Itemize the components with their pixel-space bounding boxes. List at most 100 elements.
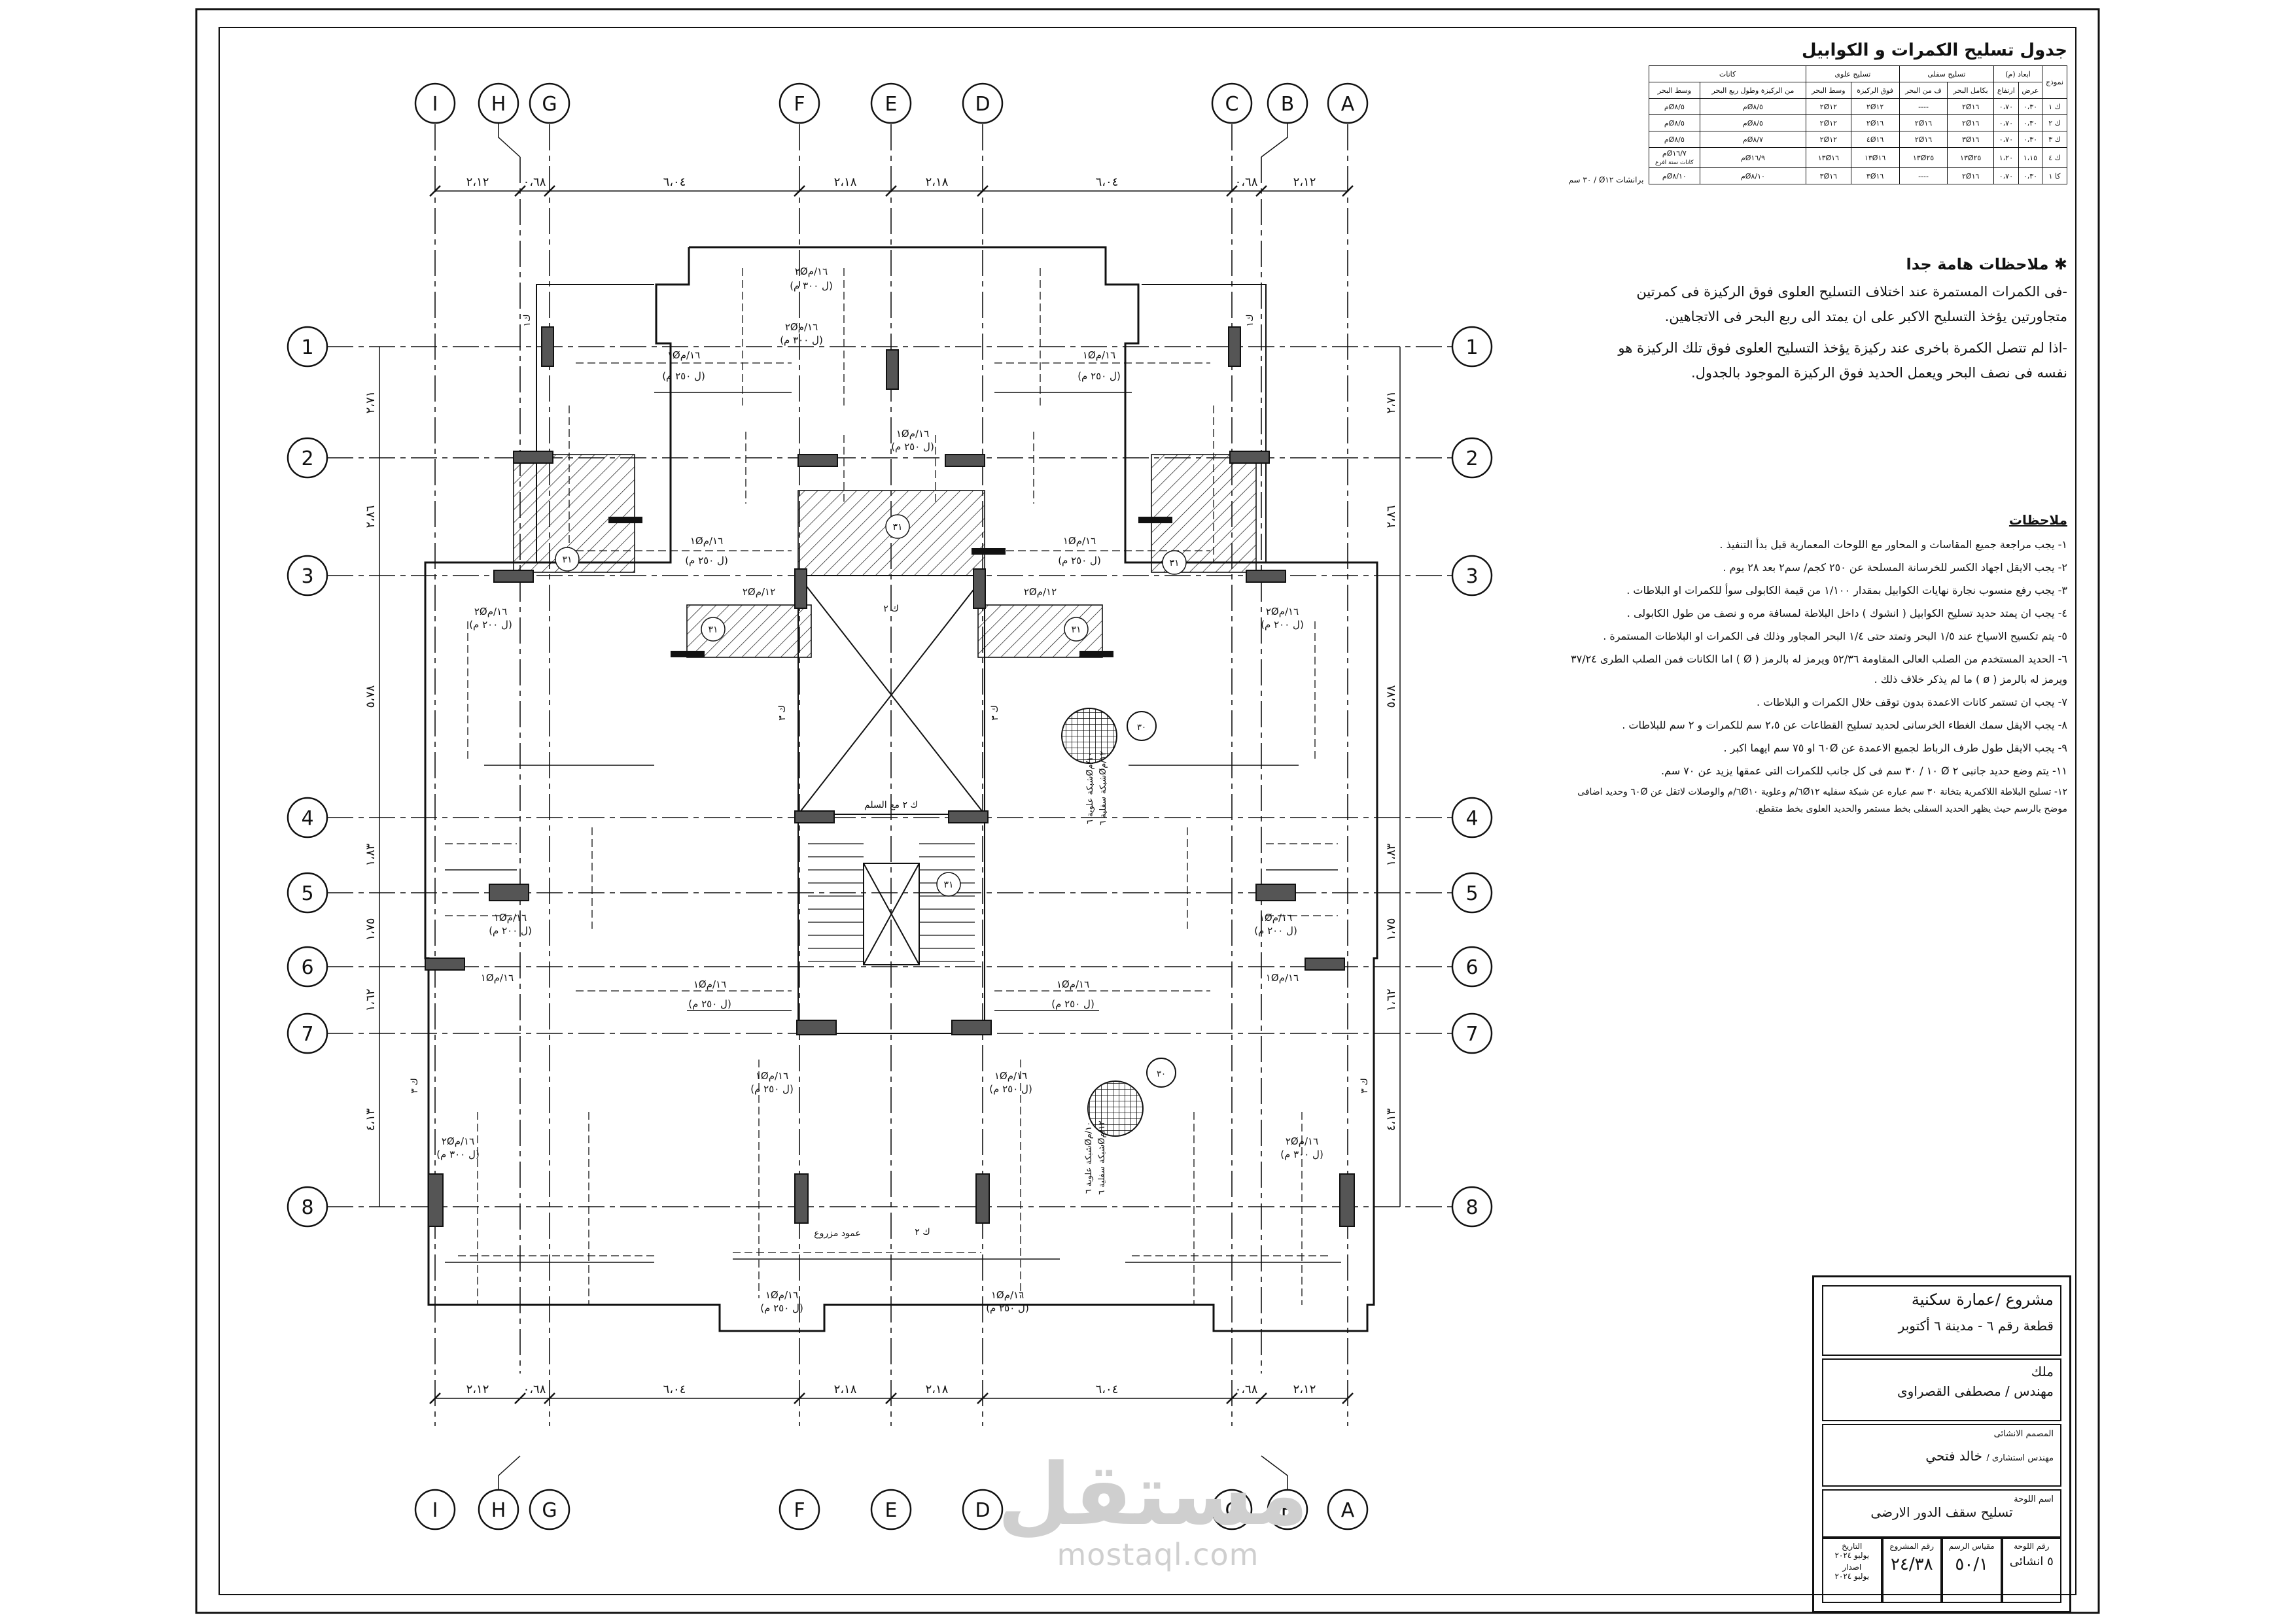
svg-text:٢،١٢: ٢،١٢ (466, 175, 489, 189)
title-designer: المصمم الانشائى مهندس استشارى / خالد فتح… (1822, 1424, 2061, 1487)
grid-letter-B-top: B (1281, 93, 1295, 116)
project-number: ٢٤/٣٨ (1890, 1555, 1933, 1574)
svg-text:١Ø١٦/م: ١Ø١٦/م (1083, 349, 1115, 361)
svg-text:٢،١٢: ٢،١٢ (1293, 1383, 1316, 1396)
note-item: ٧- يجب ان تستمر كانات الاعمدة بدون توقف … (1757, 696, 2067, 708)
beam-label-k3-right: ك ٣ (990, 705, 1000, 721)
note-item: ١٢- تسليح البلاطة اللاكمرية بتخانة ٣٠ سم… (1577, 787, 2067, 814)
grid-letter-C-top: C (1225, 93, 1239, 116)
subheader-part-span: ف من البحر (1899, 82, 1948, 99)
note-item: ٢- يجب الايقل اجهاد الكسر للخرسانة المسل… (1723, 561, 2067, 574)
title-sheet-name: اسم اللوحة تسليح سقف الدور الارضى (1822, 1489, 2061, 1538)
svg-text:١Ø١٦/م: ١Ø١٦/م (693, 978, 726, 990)
k4-side-bars-note: برانشات Ø١٢ / ٣٠ سم (1568, 175, 1644, 184)
cantilever-tags (555, 514, 1187, 897)
beam-rebar-lines (445, 268, 1338, 1305)
note-item: ٣- يجب رفع منسوب نجارة نهايات الكوابيل ب… (1626, 584, 2067, 596)
beam-schedule-title: جدول تسليح الكمرات و الكوابيل (1801, 41, 2067, 60)
dimension-texts-right: ٢،٧١ ٢،٨٦ ٥،٧٨ ١،٨٣ ١،٧٥ ١،٦٢ ٤،١٣ (1384, 391, 1398, 1132)
svg-text:١Ø١٦/م: ١Ø١٦/م (765, 1289, 798, 1301)
svg-text:(ل ٢٥٠ م): (ل ٢٥٠ م) (688, 998, 731, 1010)
svg-text:(ل ٢٥٠ م): (ل ٢٥٠ م) (760, 1302, 803, 1314)
grid-bubble-G-top (529, 82, 570, 124)
rebar-annotations: ٢Ø١٦/م (ل ٣٠٠ م) ١Ø١٦/م (ل ٢٥٠ م) ١Ø١٦/م… (436, 266, 1323, 1314)
grid-number-7-right: 7 (1465, 1023, 1478, 1046)
grid-letter-H-top: H (491, 93, 506, 116)
svg-text:٢،١٢: ٢،١٢ (1293, 175, 1316, 189)
svg-text:٣١: ٣١ (943, 880, 953, 890)
grid-letters: I H G F E D C B A I H G F E D C B A (432, 93, 1355, 1522)
grid-letter-D-top: D (975, 93, 990, 116)
grid-bubble-D-bottom (962, 1489, 1004, 1530)
grid-lines-vertical (434, 124, 1348, 1426)
svg-text:٢Ø١٦/م: ٢Ø١٦/م (442, 1135, 474, 1147)
svg-text:(ل ٢٥٠ م): (ل ٢٥٠ م) (1051, 998, 1095, 1010)
watermark: مستقل mostaql.com (998, 1452, 1308, 1572)
svg-text:٢،١٨: ٢،١٨ (926, 1383, 949, 1396)
note-item: ٦- الحديد المستخدم من الصلب العالى المقا… (1571, 653, 2067, 685)
important-note-item: -اذا لم تتصل الكمرة باخرى عند ركيزة يؤخذ… (1618, 340, 2067, 381)
beam-label-k3-left-lower: ك ٣ (410, 1078, 420, 1094)
svg-text:٢،١٨: ٢،١٨ (834, 175, 857, 189)
svg-text:١Ø١٦/م: ١Ø١٦/م (1259, 912, 1292, 924)
svg-text:(ل ٢٥٠ م): (ل ٢٥٠ م) (989, 1083, 1032, 1095)
svg-text:٣١: ٣١ (1169, 558, 1179, 568)
note-item: ١١- يتم وضع حديد جانبى ٢ Ø ١٠ / ٣٠ سم فى… (1660, 765, 2067, 777)
subheader-over-support: فوق الركيزة (1850, 82, 1900, 99)
svg-text:١،٧٥: ١،٧٥ (1384, 918, 1398, 941)
grid-number-4-left: 4 (301, 807, 313, 830)
project-label: مشروع / (1995, 1290, 2054, 1309)
svg-text:١Ø١٦/م: ١Ø١٦/م (1266, 972, 1299, 984)
note-item: ٨- يجب الايقل سمك الغطاء الخرسانى لحديد … (1622, 719, 2067, 731)
title-block: مشروع /عمارة سكنية قطعة رقم ٦ - مدينة ٦ … (1812, 1275, 2071, 1613)
important-notes-heading: ✱ ملاحظات هامة جدا (1906, 255, 2067, 273)
columns (425, 326, 1355, 1227)
subheader-full-span: بكامل البحر (1947, 82, 1995, 99)
inner-border (219, 27, 2076, 1595)
svg-text:١،٧٥: ١،٧٥ (364, 918, 377, 941)
grid-bubble-I-bottom (414, 1489, 456, 1530)
svg-text:١Ø١٦/م: ١Ø١٦/م (756, 1070, 788, 1082)
beam-label-k2-core: ك ٢ (883, 604, 899, 614)
beam-label-k3-left: ك ٣ (777, 705, 788, 721)
svg-text:٤،١٣: ٤،١٣ (364, 1108, 377, 1131)
col-model: نموذج (2042, 65, 2067, 99)
svg-text:(ل ٢٠٠ م): (ل ٢٠٠ م) (469, 619, 512, 631)
svg-text:٦،٠٤: ٦،٠٤ (1096, 1383, 1119, 1396)
designer-prefix: مهندس استشارى / (1986, 1453, 2054, 1463)
grid-bubble-F-bottom (779, 1489, 820, 1530)
svg-text:١Ø١٦/م: ١Ø١٦/م (896, 428, 929, 440)
owner-label: ملك (2031, 1364, 2054, 1379)
plot-info: قطعة رقم ٦ - مدينة ٦ أكتوبر (1898, 1318, 2054, 1334)
svg-text:١،٨٣: ١،٨٣ (1384, 843, 1398, 866)
general-notes: ملاحظات ١- يجب مراجعة جميع المقاسات و ال… (1570, 510, 2067, 820)
grid-letter-I-top: I (432, 93, 438, 116)
svg-text:٣١: ٣١ (562, 555, 572, 565)
svg-text:١Ø١٦/م: ١Ø١٦/م (991, 1289, 1024, 1301)
cantilever-bars (608, 517, 1172, 657)
col-dimensions: ابعاد (م) (1993, 65, 2043, 82)
dimension-ticks (429, 185, 1354, 1404)
mesh-symbol-upper (1061, 708, 1117, 764)
grid-number-4-right: 4 (1465, 807, 1478, 830)
beam-label-k1-left: ك١ (522, 314, 533, 326)
grid-bubble-A-top (1327, 82, 1369, 124)
bullet-star-icon: ✱ (2048, 255, 2067, 273)
note-item: ١- يجب مراجعة جميع المقاسات و المحاور مع… (1719, 538, 2067, 551)
mesh-label-lower-2: شبكة سفلية ٦Ø١٢/م (1097, 1120, 1107, 1195)
beam-schedule: جدول تسليح الكمرات و الكوابيل نموذج ابعا… (1648, 41, 2067, 184)
mesh-label-upper-1: شبكة علوية ٦Ø١٠/م (1085, 752, 1095, 824)
svg-text:(ل ٣٠٠ م): (ل ٣٠٠ م) (1280, 1149, 1323, 1160)
grid-number-7-left: 7 (301, 1023, 313, 1046)
mesh-symbols (1061, 708, 1176, 1137)
beam-labels: ك ٢ ك ٢ مع السلم ك ٣ ك ٣ ك١ ك١ ك ٣ ك ٣ ك… (410, 314, 1370, 1239)
subheader-width: عرض (2018, 82, 2043, 99)
grid-number-8-right: 8 (1465, 1196, 1478, 1219)
svg-text:٢Ø١٦/م: ٢Ø١٦/م (785, 321, 818, 333)
important-notes: ✱ ملاحظات هامة جدا -فى الكمرات المستمرة … (1596, 252, 2067, 392)
svg-text:(ل ٢٥٠ م): (ل ٢٥٠ م) (662, 370, 705, 382)
grid-letter-B-bottom: B (1281, 1499, 1295, 1522)
